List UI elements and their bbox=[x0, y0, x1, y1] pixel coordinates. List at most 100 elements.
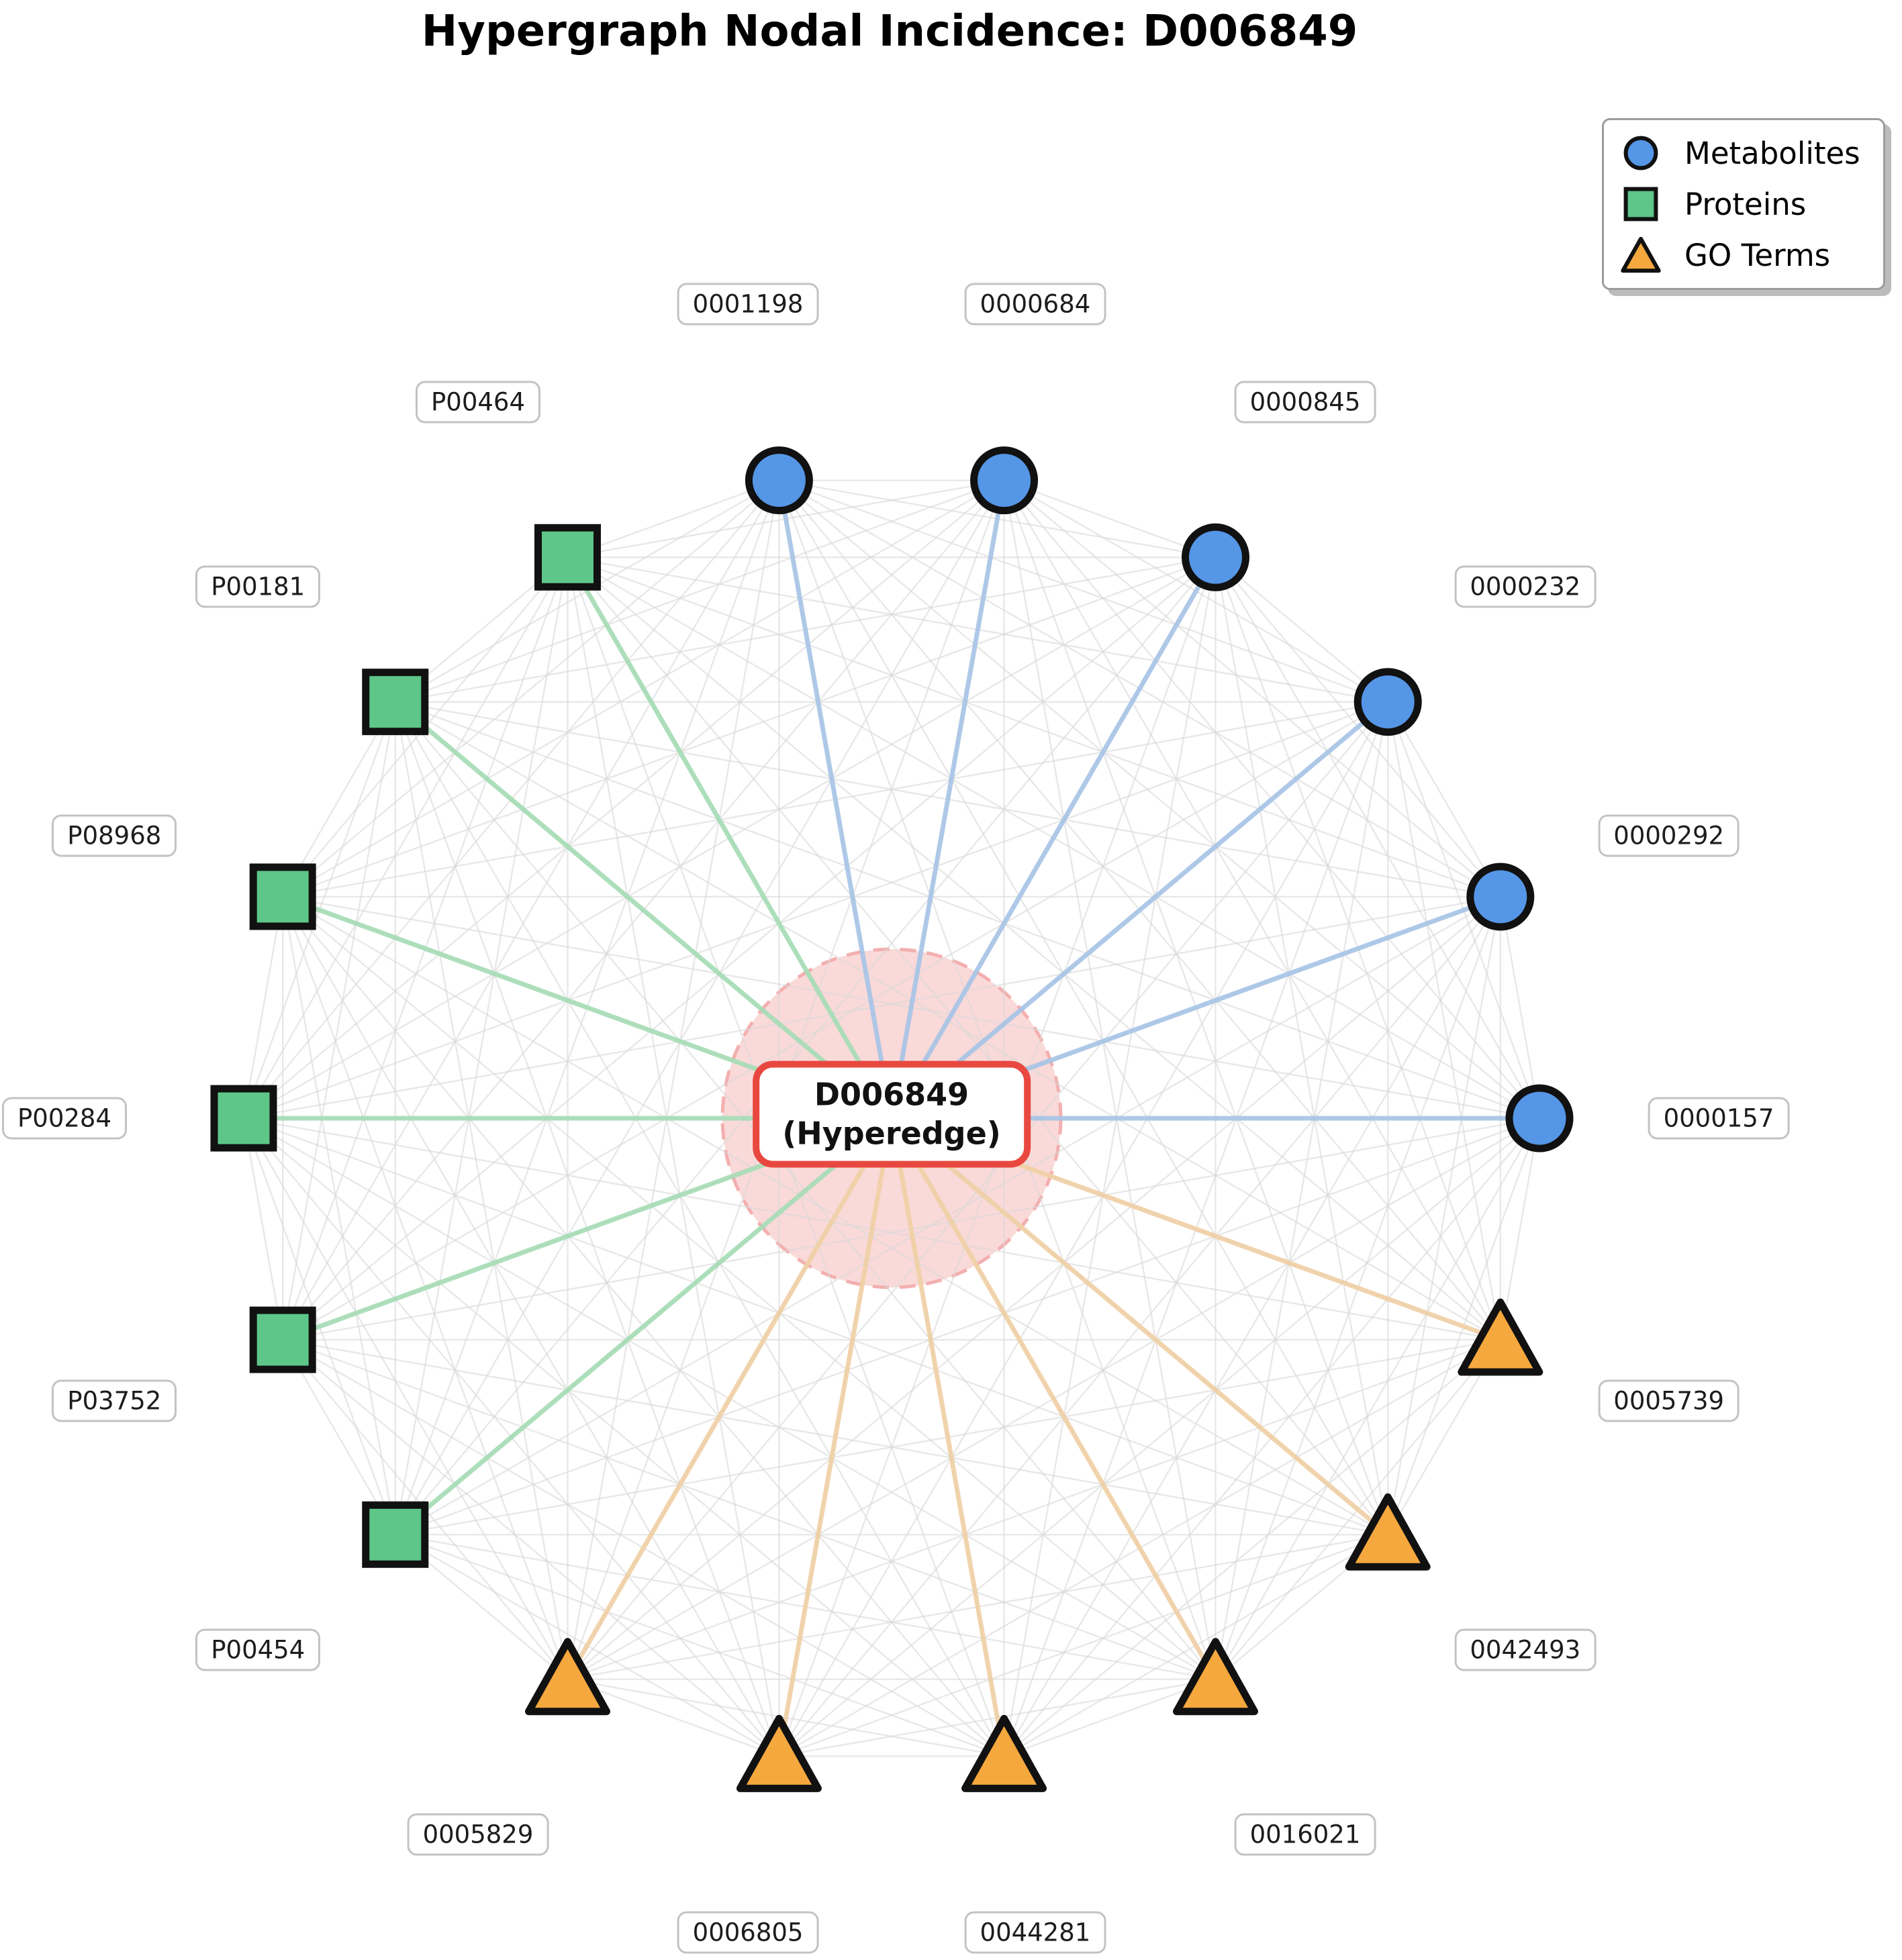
node-metabolite-0000684 bbox=[970, 446, 1039, 515]
mesh-edge bbox=[567, 1678, 779, 1757]
mesh-edge bbox=[778, 1118, 1540, 1757]
node-label-P00181: P00181 bbox=[195, 565, 321, 608]
legend-item-proteins: Proteins bbox=[1620, 183, 1860, 225]
hub-edge-0042493 bbox=[890, 1116, 1390, 1536]
mesh-edge bbox=[1387, 701, 1501, 897]
mesh-edge bbox=[567, 556, 1501, 898]
legend-item-go-terms: GO Terms bbox=[1620, 234, 1860, 276]
mesh-edge bbox=[282, 896, 396, 1535]
hyperedge-id: D006849 bbox=[814, 1076, 969, 1113]
mesh-edge bbox=[394, 480, 1005, 1535]
node-label-0000684: 0000684 bbox=[964, 283, 1106, 326]
mesh-edge bbox=[282, 479, 780, 897]
node-protein-P00454 bbox=[362, 1501, 429, 1568]
mesh-edge bbox=[1004, 479, 1216, 558]
mesh-edge bbox=[282, 556, 1217, 1340]
hyperedge-center-node: D006849 (Hyperedge) bbox=[753, 1061, 1031, 1168]
mesh-edge bbox=[1499, 1118, 1541, 1340]
hub-edge-0000232 bbox=[890, 700, 1390, 1120]
mesh-edge bbox=[779, 479, 1388, 703]
mesh-edge bbox=[1003, 1339, 1501, 1757]
mesh-edge bbox=[242, 896, 284, 1119]
hub-edge-0005829 bbox=[565, 1117, 894, 1681]
mesh-edge bbox=[778, 480, 1389, 1535]
mesh-edge bbox=[1215, 556, 1389, 703]
mesh-edge bbox=[1003, 557, 1217, 1757]
node-protein-P00464 bbox=[534, 524, 601, 591]
node-label-0000292: 0000292 bbox=[1598, 814, 1740, 857]
mesh-edge bbox=[243, 479, 1005, 1119]
node-label-0005739: 0005739 bbox=[1598, 1379, 1740, 1422]
mesh-edge bbox=[282, 896, 1217, 1680]
node-go-term-0016021 bbox=[1173, 1638, 1258, 1716]
node-protein-P00181 bbox=[362, 669, 429, 736]
mesh-edge bbox=[567, 556, 1501, 1340]
mesh-edge bbox=[394, 557, 569, 1535]
mesh-edge bbox=[778, 479, 1540, 1119]
mesh-edge bbox=[394, 701, 1005, 1757]
mesh-edge bbox=[1499, 896, 1541, 1119]
node-label-0000845: 0000845 bbox=[1234, 381, 1376, 424]
mesh-edge bbox=[394, 701, 569, 1679]
node-go-term-0042493 bbox=[1345, 1493, 1431, 1571]
mesh-edge bbox=[567, 557, 780, 1757]
mesh-edge bbox=[395, 479, 1004, 703]
node-go-term-0006805 bbox=[736, 1714, 822, 1792]
node-label-0016021: 0016021 bbox=[1234, 1813, 1376, 1856]
node-go-term-0005829 bbox=[525, 1638, 610, 1716]
node-metabolite-0000845 bbox=[1182, 523, 1249, 591]
hub-edge-P00454 bbox=[393, 1116, 894, 1536]
mesh-edge bbox=[779, 1534, 1388, 1757]
mesh-edge bbox=[243, 1117, 1388, 1536]
mesh-edge bbox=[395, 701, 1540, 1120]
mesh-edge bbox=[242, 1118, 569, 1680]
mesh-edge bbox=[1003, 480, 1501, 1340]
legend-label: Proteins bbox=[1684, 186, 1807, 222]
mesh-edge bbox=[1215, 701, 1389, 1679]
node-go-term-0044281 bbox=[961, 1714, 1047, 1792]
hub-edge-0001198 bbox=[776, 480, 894, 1119]
mesh-edge bbox=[282, 1339, 780, 1757]
mesh-edge bbox=[1387, 701, 1501, 1340]
node-label-0006805: 0006805 bbox=[677, 1911, 819, 1954]
mesh-edge bbox=[567, 480, 780, 1679]
mesh-edge bbox=[282, 1338, 1216, 1680]
hub-edge-P00464 bbox=[565, 556, 894, 1120]
legend-item-metabolites: Metabolites bbox=[1620, 132, 1860, 174]
node-label-P03752: P03752 bbox=[52, 1379, 177, 1422]
mesh-edge bbox=[282, 701, 396, 1340]
mesh-edge bbox=[1215, 1118, 1541, 1680]
mesh-edge bbox=[243, 701, 1388, 1120]
hub-edge-0000845 bbox=[889, 556, 1218, 1120]
node-go-term-0005739 bbox=[1458, 1298, 1543, 1376]
mesh-edge bbox=[1003, 480, 1217, 1679]
node-protein-P08968 bbox=[249, 863, 316, 930]
node-protein-P03752 bbox=[249, 1306, 316, 1373]
node-label-0000232: 0000232 bbox=[1454, 565, 1597, 608]
mesh-edge bbox=[778, 701, 1389, 1757]
mesh-edge bbox=[567, 479, 779, 558]
legend-label: Metabolites bbox=[1684, 135, 1860, 171]
node-protein-P00284 bbox=[210, 1085, 277, 1152]
mesh-edge bbox=[1003, 896, 1501, 1757]
mesh-edge bbox=[242, 556, 569, 1119]
hyperedge-subtitle: (Hyperedge) bbox=[782, 1115, 1001, 1151]
mesh-edge bbox=[1215, 557, 1389, 1535]
node-metabolite-0000232 bbox=[1353, 668, 1422, 736]
mesh-edge bbox=[395, 1534, 1004, 1757]
chart-title: Hypergraph Nodal Incidence: D006849 bbox=[421, 7, 1358, 56]
mesh-edge bbox=[1215, 556, 1541, 1119]
mesh-edge bbox=[282, 896, 780, 1757]
node-label-0042493: 0042493 bbox=[1454, 1628, 1597, 1671]
node-metabolite-0000292 bbox=[1466, 863, 1535, 931]
metabolite-circle-icon bbox=[1623, 136, 1658, 170]
node-metabolite-0001198 bbox=[745, 446, 813, 515]
node-label-0044281: 0044281 bbox=[964, 1911, 1106, 1954]
mesh-edge bbox=[395, 1117, 1540, 1536]
mesh-edge bbox=[1387, 896, 1501, 1535]
node-label-P00454: P00454 bbox=[195, 1628, 321, 1671]
node-label-P08968: P08968 bbox=[52, 814, 177, 857]
mesh-edge bbox=[1004, 1678, 1216, 1757]
